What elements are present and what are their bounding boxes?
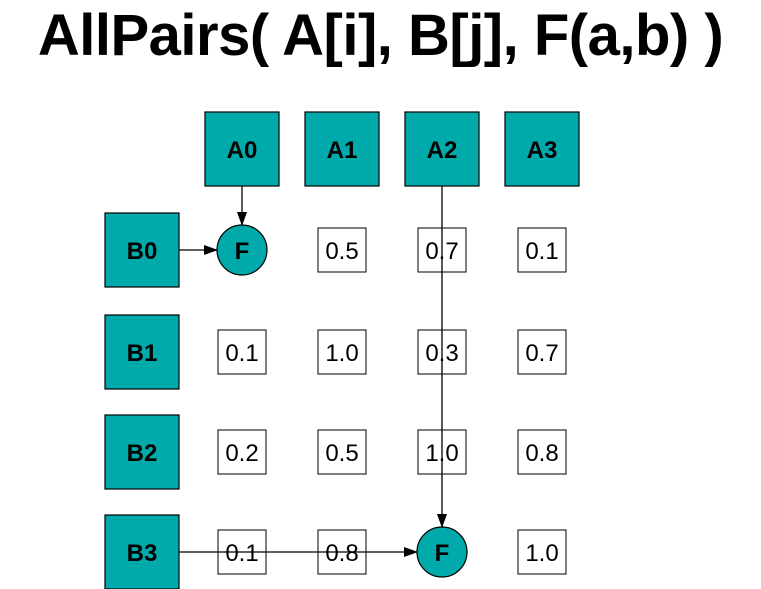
b-node-b2: B2 xyxy=(104,414,180,490)
matrix-cell-value: 0.5 xyxy=(325,238,358,265)
b-node-b0: B0 xyxy=(104,212,180,288)
b-node-label: B0 xyxy=(127,238,158,265)
matrix-cell-value: 0.7 xyxy=(525,340,558,367)
a-node-label: A0 xyxy=(227,137,258,164)
b-node-b1: B1 xyxy=(104,314,180,390)
matrix-cell: 0.1 xyxy=(517,227,567,273)
a-node-label: A3 xyxy=(527,137,558,164)
matrix-cell-box xyxy=(317,329,367,375)
matrix-cell: 1.0 xyxy=(517,529,567,575)
function-node: F xyxy=(216,224,268,276)
matrix-cell: 0.5 xyxy=(317,429,367,475)
matrix-cell: 0.7 xyxy=(517,329,567,375)
function-label: F xyxy=(435,540,450,567)
matrix-cell: 0.2 xyxy=(217,429,267,475)
matrix-cell-value: 0.5 xyxy=(325,440,358,467)
b-node-box xyxy=(104,514,180,589)
matrix-cell-box xyxy=(217,429,267,475)
matrix-cell-box xyxy=(317,429,367,475)
matrix-cell-box xyxy=(517,329,567,375)
matrix-cell-value: 0.8 xyxy=(525,440,558,467)
matrix-cell-value: 0.1 xyxy=(225,340,258,367)
matrix-cell-value: 1.0 xyxy=(525,540,558,567)
a-node-label: A2 xyxy=(427,137,458,164)
a-node-a3: A3 xyxy=(504,111,580,187)
matrix-cell-box xyxy=(517,429,567,475)
matrix-cell-box xyxy=(517,227,567,273)
b-node-label: B1 xyxy=(127,340,158,367)
matrix-cell-box xyxy=(217,329,267,375)
a-node-a2: A2 xyxy=(404,111,480,187)
function-node: F xyxy=(416,526,468,578)
matrix-cell-box xyxy=(317,227,367,273)
b-node-box xyxy=(104,212,180,288)
matrix-cell-value: 0.1 xyxy=(225,540,258,567)
b-node-b3: B3 xyxy=(104,514,180,589)
matrix-cell: 1.0 xyxy=(317,329,367,375)
a-node-a1: A1 xyxy=(304,111,380,187)
b-node-label: B3 xyxy=(127,540,158,567)
a-node-box xyxy=(304,111,380,187)
matrix-cell-value: 0.2 xyxy=(225,440,258,467)
matrix-cell: 0.5 xyxy=(317,227,367,273)
page-title: AllPairs( A[i], B[j], F(a,b) ) xyxy=(37,3,724,68)
a-node-a0: A0 xyxy=(204,111,280,187)
matrix-cell: 0.8 xyxy=(517,429,567,475)
matrix-cell-value: 0.8 xyxy=(325,540,358,567)
a-node-label: A1 xyxy=(327,137,358,164)
function-label: F xyxy=(235,238,250,265)
a-node-box xyxy=(204,111,280,187)
a-node-box xyxy=(504,111,580,187)
b-node-box xyxy=(104,414,180,490)
b-node-box xyxy=(104,314,180,390)
matrix-cell: 0.1 xyxy=(217,329,267,375)
matrix-cell-value: 1.0 xyxy=(325,340,358,367)
b-node-label: B2 xyxy=(127,440,158,467)
a-node-box xyxy=(404,111,480,187)
matrix-cell-box xyxy=(517,529,567,575)
matrix-cell-value: 0.1 xyxy=(525,238,558,265)
